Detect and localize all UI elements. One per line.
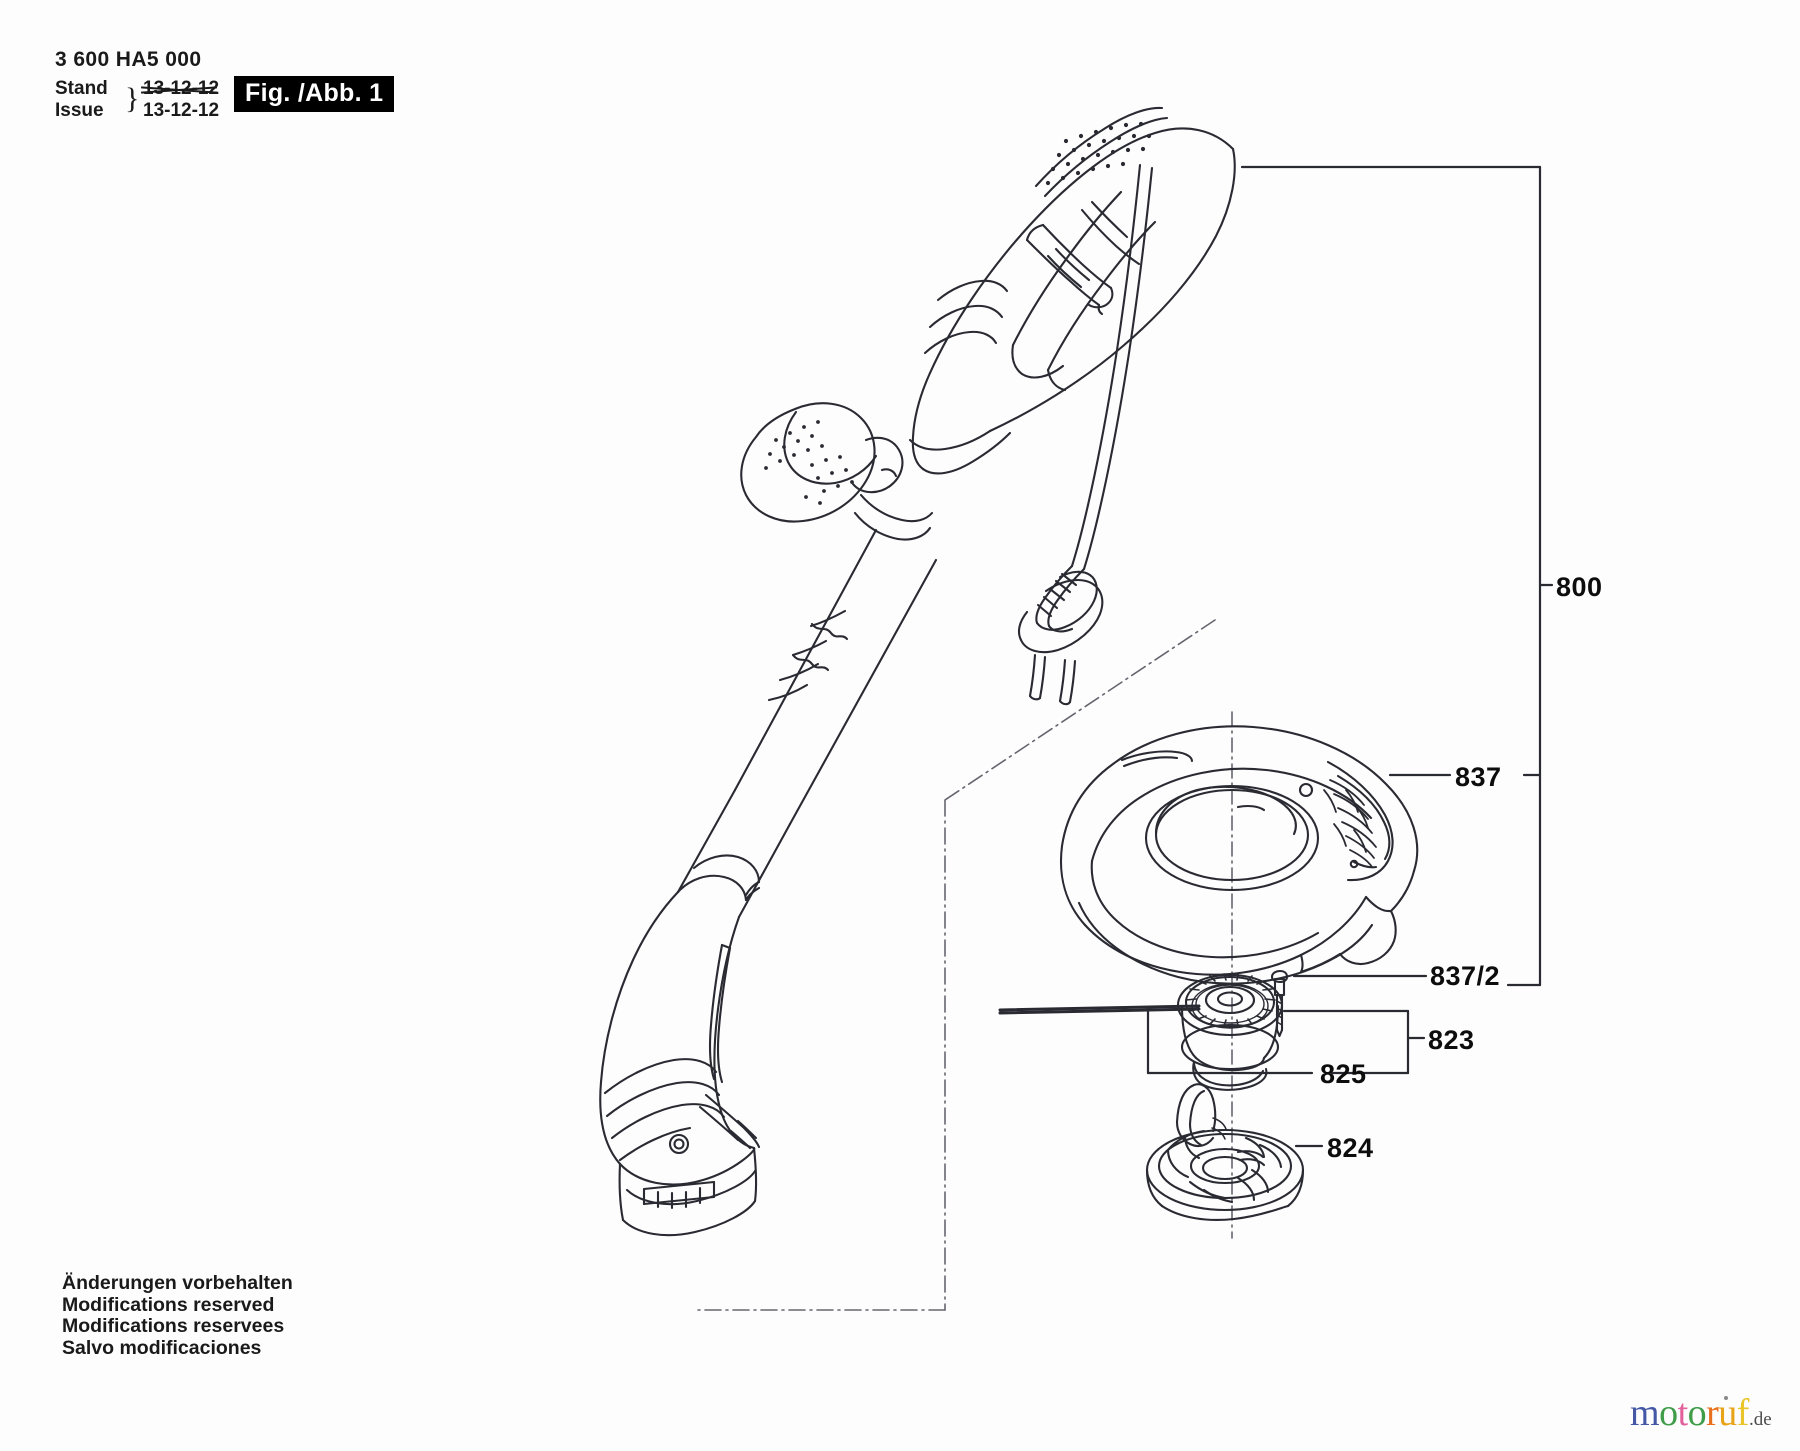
callout-837-2: 837/2 <box>1430 961 1501 991</box>
logo-letter-3: o <box>1687 1392 1707 1434</box>
disclaimer-line-fr: Modifications reservees <box>62 1315 285 1337</box>
callout-824: 824 <box>1327 1133 1374 1163</box>
logo-letters: motoruf <box>1630 1392 1749 1434</box>
header-block: 3 600 HA5 000 Stand Issue } 13-12-12 13-… <box>55 48 475 138</box>
callout-837: 837 <box>1455 762 1502 792</box>
modifications-disclaimer: Änderungen vorbehalten Modifications res… <box>62 1272 293 1359</box>
callout-800: 800 <box>1556 572 1603 602</box>
logo-letter-2: t <box>1677 1392 1689 1434</box>
logo-suffix: .de <box>1748 1409 1772 1430</box>
current-date: 13-12-12 <box>143 100 220 121</box>
motoruf-logo[interactable]: motoruf.de <box>1630 1393 1772 1440</box>
callout-823: 823 <box>1428 1025 1475 1055</box>
callout-825: 825 <box>1320 1059 1367 1089</box>
figure-badge: Fig. /Abb. 1 <box>234 76 395 113</box>
brace-bracket: } <box>125 82 140 115</box>
disclaimer-line-en: Modifications reserved <box>62 1293 275 1316</box>
catalog-number: 3 600 HA5 000 <box>55 48 202 71</box>
logo-letter-1: o <box>1659 1392 1678 1434</box>
logo-f-dot <box>1724 1396 1728 1400</box>
logo-letter-6: f <box>1736 1392 1750 1434</box>
logo-letter-5: u <box>1718 1392 1737 1434</box>
logo-letter-0: m <box>1630 1392 1660 1434</box>
logo-letter-4: r <box>1706 1392 1719 1434</box>
stand-label: Stand <box>55 78 108 99</box>
disclaimer-line-de: Änderungen vorbehalten <box>62 1272 293 1294</box>
issue-label: Issue <box>55 100 104 121</box>
disclaimer-line-es: Salvo modificaciones <box>62 1336 262 1359</box>
